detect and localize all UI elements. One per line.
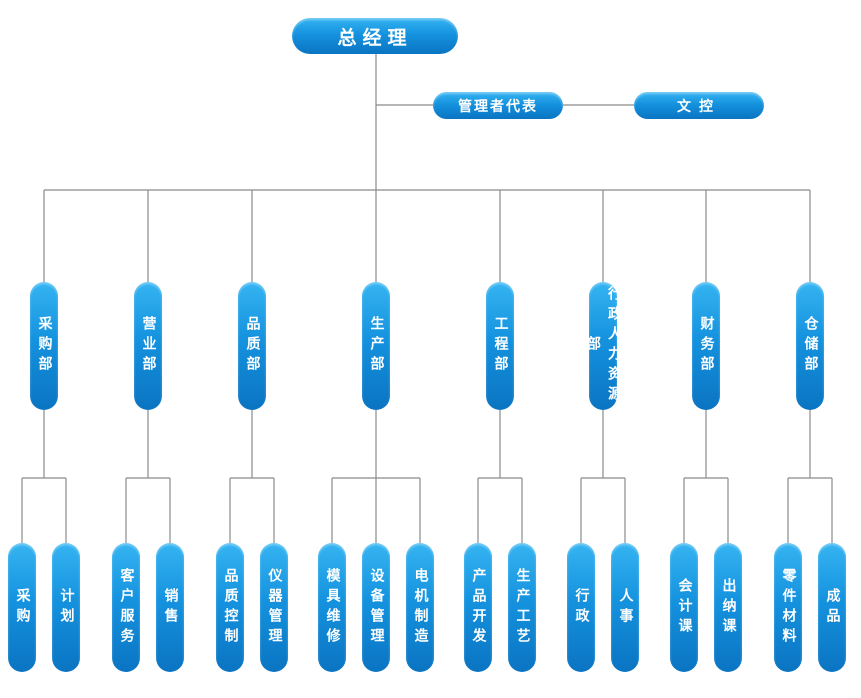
sub-node: 产品开发 xyxy=(464,543,492,672)
node-document-control: 文控 xyxy=(634,92,764,119)
sub-node: 生产工艺 xyxy=(508,543,536,672)
sub-node: 仪器管理 xyxy=(260,543,288,672)
sub-node: 客户服务 xyxy=(112,543,140,672)
node-management-representative: 管理者代表 xyxy=(433,92,563,119)
sub-node: 会计课 xyxy=(670,543,698,672)
sub-node: 采购 xyxy=(8,543,36,672)
node-general-manager: 总经理 xyxy=(292,18,458,54)
sub-node: 销售 xyxy=(156,543,184,672)
dept-node: 生产部 xyxy=(362,282,390,410)
sub-node: 出纳课 xyxy=(714,543,742,672)
dept-node: 财务部 xyxy=(692,282,720,410)
dept-node: 仓储部 xyxy=(796,282,824,410)
sub-node: 电机制造 xyxy=(406,543,434,672)
sub-node: 品质控制 xyxy=(216,543,244,672)
dept-node: 采购部 xyxy=(30,282,58,410)
dept-node: 工程部 xyxy=(486,282,514,410)
sub-node: 人事 xyxy=(611,543,639,672)
sub-node: 零件材料 xyxy=(774,543,802,672)
sub-node: 设备管理 xyxy=(362,543,390,672)
sub-node: 计划 xyxy=(52,543,80,672)
sub-node: 模具维修 xyxy=(318,543,346,672)
sub-node: 成品 xyxy=(818,543,846,672)
dept-node: 行政人力资源部 xyxy=(585,282,622,410)
dept-node: 营业部 xyxy=(134,282,162,410)
dept-node: 品质部 xyxy=(238,282,266,410)
sub-node: 行政 xyxy=(567,543,595,672)
